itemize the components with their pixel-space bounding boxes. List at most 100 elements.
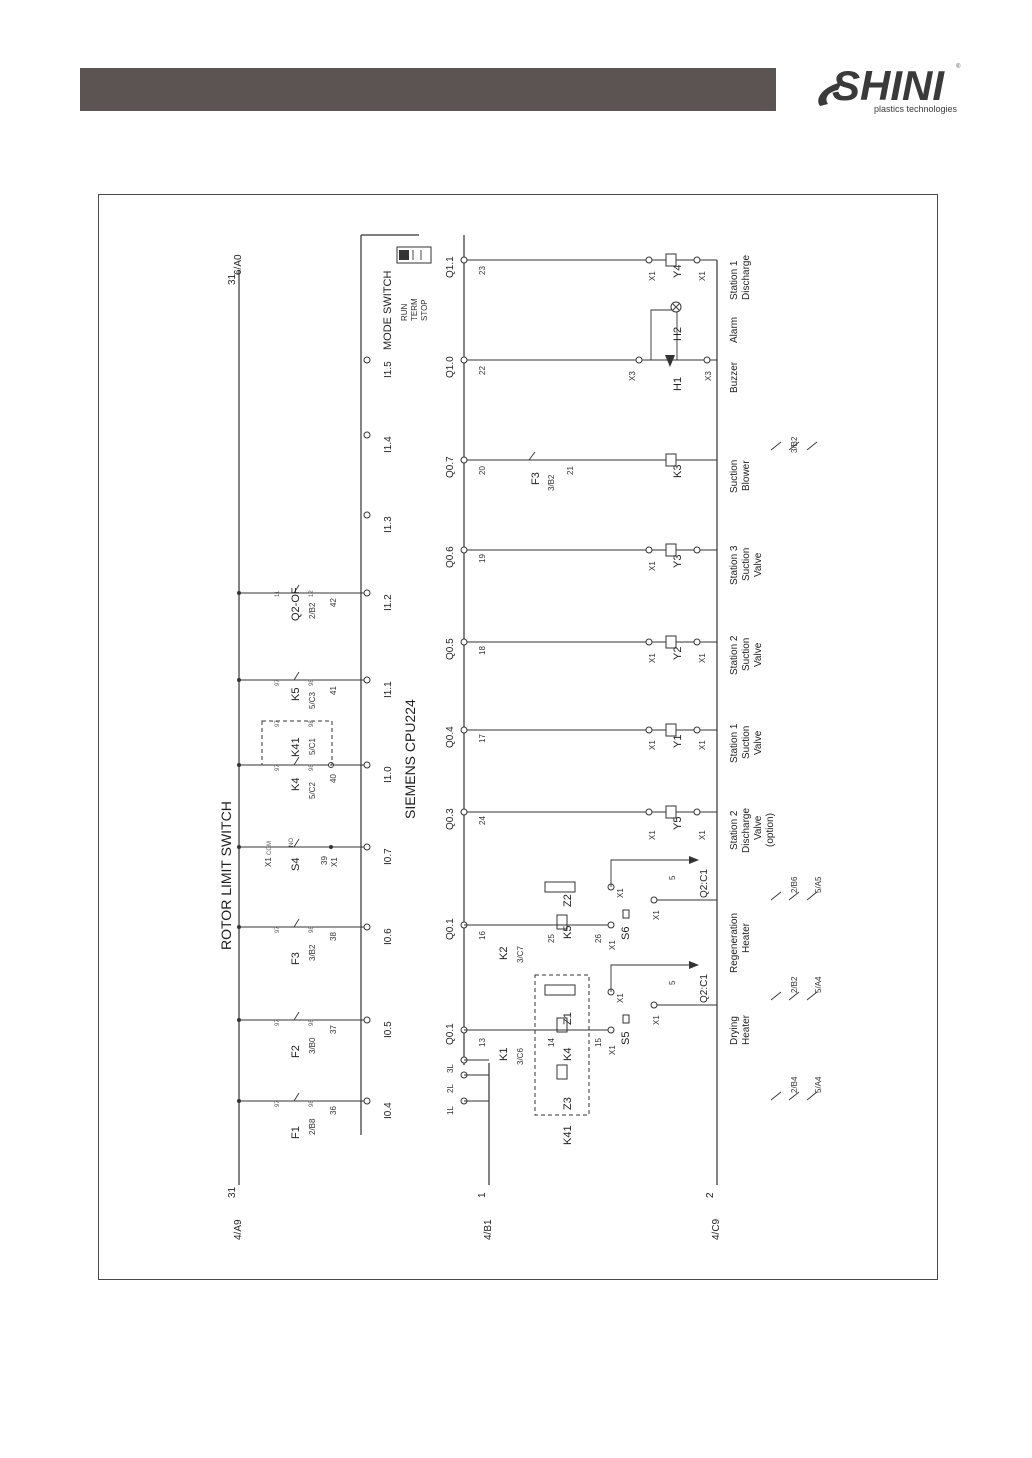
desc-regen-2: Heater <box>741 922 752 953</box>
ref-k1: 3/C6 <box>516 1048 525 1065</box>
desc-y4-1: Station 1 <box>729 260 740 300</box>
svg-text:X1: X1 <box>608 1045 617 1055</box>
x1-y4-a: X1 <box>648 271 657 281</box>
ref-k4: 5/C2 <box>308 782 317 799</box>
svg-text:Q2:C1: Q2:C1 <box>699 974 710 1003</box>
mode-stop: STOP <box>420 299 429 321</box>
desc-h1: Buzzer <box>729 361 740 393</box>
svg-text:98: 98 <box>309 720 315 727</box>
svg-text:1L: 1L <box>446 1106 455 1115</box>
svg-text:Q2:C1: Q2:C1 <box>699 869 710 898</box>
output-addr-q01b: Q0.1 <box>445 918 456 940</box>
supply-terminals: 1L 2L 3L <box>446 1059 489 1115</box>
input-addr-i07: I0.7 <box>383 848 394 865</box>
output-addr-q07: Q0.7 <box>445 456 456 478</box>
input-addr-i10: I1.0 <box>383 766 394 783</box>
desc-y3-3: Valve <box>753 552 764 577</box>
dev-y2: Y2 <box>672 647 684 660</box>
wire-18: 18 <box>478 646 487 655</box>
x1-y3-a: X1 <box>648 561 657 571</box>
svg-text:COM: COM <box>267 841 273 855</box>
input-nodes <box>363 356 371 1105</box>
x1-y1-a: X1 <box>648 740 657 750</box>
svg-text:3/B2: 3/B2 <box>790 436 799 453</box>
svg-text:97: 97 <box>275 926 281 933</box>
dev-y5: Y5 <box>672 817 684 830</box>
svg-text:5/A4: 5/A4 <box>814 1076 823 1093</box>
desc-h2: Alarm <box>729 317 740 343</box>
svg-text:Z2: Z2 <box>562 894 574 907</box>
wire-42: 42 <box>329 598 338 607</box>
brand-tagline: plastics technologies <box>874 104 958 114</box>
dev-f2: F2 <box>290 1045 302 1058</box>
svg-text:NO: NO <box>289 838 295 847</box>
svg-text:S5: S5 <box>620 1032 632 1045</box>
svg-text:98: 98 <box>309 764 315 771</box>
desc-y4-2: Discharge <box>741 255 752 300</box>
input-addr-i11: I1.1 <box>383 681 394 698</box>
alarm-branch <box>635 301 711 367</box>
mode-term: TERM <box>410 298 419 321</box>
ref-f3-out: 3/B2 <box>547 474 556 491</box>
svg-text:X1: X1 <box>616 888 625 898</box>
output-addr-q10: Q1.0 <box>445 356 456 378</box>
ref-bot-left: 4/C9 <box>711 1218 722 1240</box>
svg-text:Z3: Z3 <box>562 1097 574 1110</box>
ref-f1: 2/B8 <box>308 1118 317 1135</box>
svg-text:11: 11 <box>275 590 281 597</box>
svg-text:K4: K4 <box>562 1048 574 1061</box>
svg-text:25: 25 <box>547 934 556 943</box>
svg-text:98: 98 <box>309 1100 315 1107</box>
dev-k5: K5 <box>290 688 302 701</box>
dev-h2: H2 <box>672 327 684 341</box>
ref-k41: 5/C1 <box>308 738 317 755</box>
brand-logo: SHINI plastics technologies ® <box>818 62 961 114</box>
dev-k41: K41 <box>290 737 302 757</box>
svg-text:5/A4: 5/A4 <box>814 976 823 993</box>
plc-wiring-schematic: ROTOR LIMIT SWITCH I0.4 I0.5 I0.6 I0.7 I… <box>218 234 823 1240</box>
wire-1: 1 <box>477 1192 488 1198</box>
desc-y5-2: Discharge <box>741 808 752 853</box>
wire-31-right: 31 <box>227 273 238 285</box>
output-addr-q06: Q0.6 <box>445 546 456 568</box>
svg-text:K5: K5 <box>562 926 574 939</box>
output-labels: Q0.1 Q0.1 Q0.3 Q0.4 Q0.5 Q0.6 Q0.7 Q1.0 … <box>445 256 713 1065</box>
x3-h1-a: X3 <box>628 371 637 381</box>
desc-y1-3: Valve <box>753 730 764 755</box>
svg-text:2L: 2L <box>446 1084 455 1093</box>
wire-19: 19 <box>478 554 487 563</box>
input-branches <box>239 592 367 1102</box>
dev-y1: Y1 <box>672 735 684 748</box>
wire-13: 13 <box>478 1038 487 1047</box>
x1-y5-a: X1 <box>648 830 657 840</box>
x3-h1-b: X3 <box>704 371 713 381</box>
ref-mid-left: 4/B1 <box>483 1219 494 1240</box>
registered-mark: ® <box>956 63 961 70</box>
output-descriptions: Drying Heater Regeneration Heater Statio… <box>729 255 776 1045</box>
x1-s4-a: X1 <box>264 857 273 867</box>
svg-text:97: 97 <box>275 764 281 771</box>
wire-16: 16 <box>478 931 487 940</box>
aux-contact-refs: 2/B4 5/A4 2/B2 5/A4 2/B6 5/A5 3/B2 <box>770 436 823 1101</box>
svg-text:98: 98 <box>309 679 315 686</box>
desc-y2-3: Valve <box>753 642 764 667</box>
mode-switch-label: MODE SWITCH <box>382 271 394 350</box>
svg-text:X1: X1 <box>608 940 617 950</box>
output-addr-q05: Q0.5 <box>445 638 456 660</box>
x1-y1-b: X1 <box>698 740 707 750</box>
rail-references: 4/A9 31 6/A0 31 4/B1 1 4/C9 2 <box>227 254 722 1240</box>
svg-text:5: 5 <box>668 875 677 880</box>
dev-h1: H1 <box>672 377 684 391</box>
desc-y3-2: Suction <box>741 548 752 581</box>
svg-text:2/B6: 2/B6 <box>790 876 799 893</box>
desc-drying-1: Drying <box>729 1016 740 1045</box>
ref-top-right: 6/A0 <box>233 254 244 275</box>
output-addr-q11: Q1.1 <box>445 256 456 278</box>
input-addr-i14: I1.4 <box>383 436 394 453</box>
mode-run: RUN <box>400 303 409 321</box>
desc-k3-1: Suction <box>729 460 740 493</box>
svg-text:K41: K41 <box>562 1125 574 1145</box>
ref-q2of: 2/B2 <box>308 602 317 619</box>
dev-k4: K4 <box>290 778 302 791</box>
desc-regen-1: Regeneration <box>729 913 740 973</box>
